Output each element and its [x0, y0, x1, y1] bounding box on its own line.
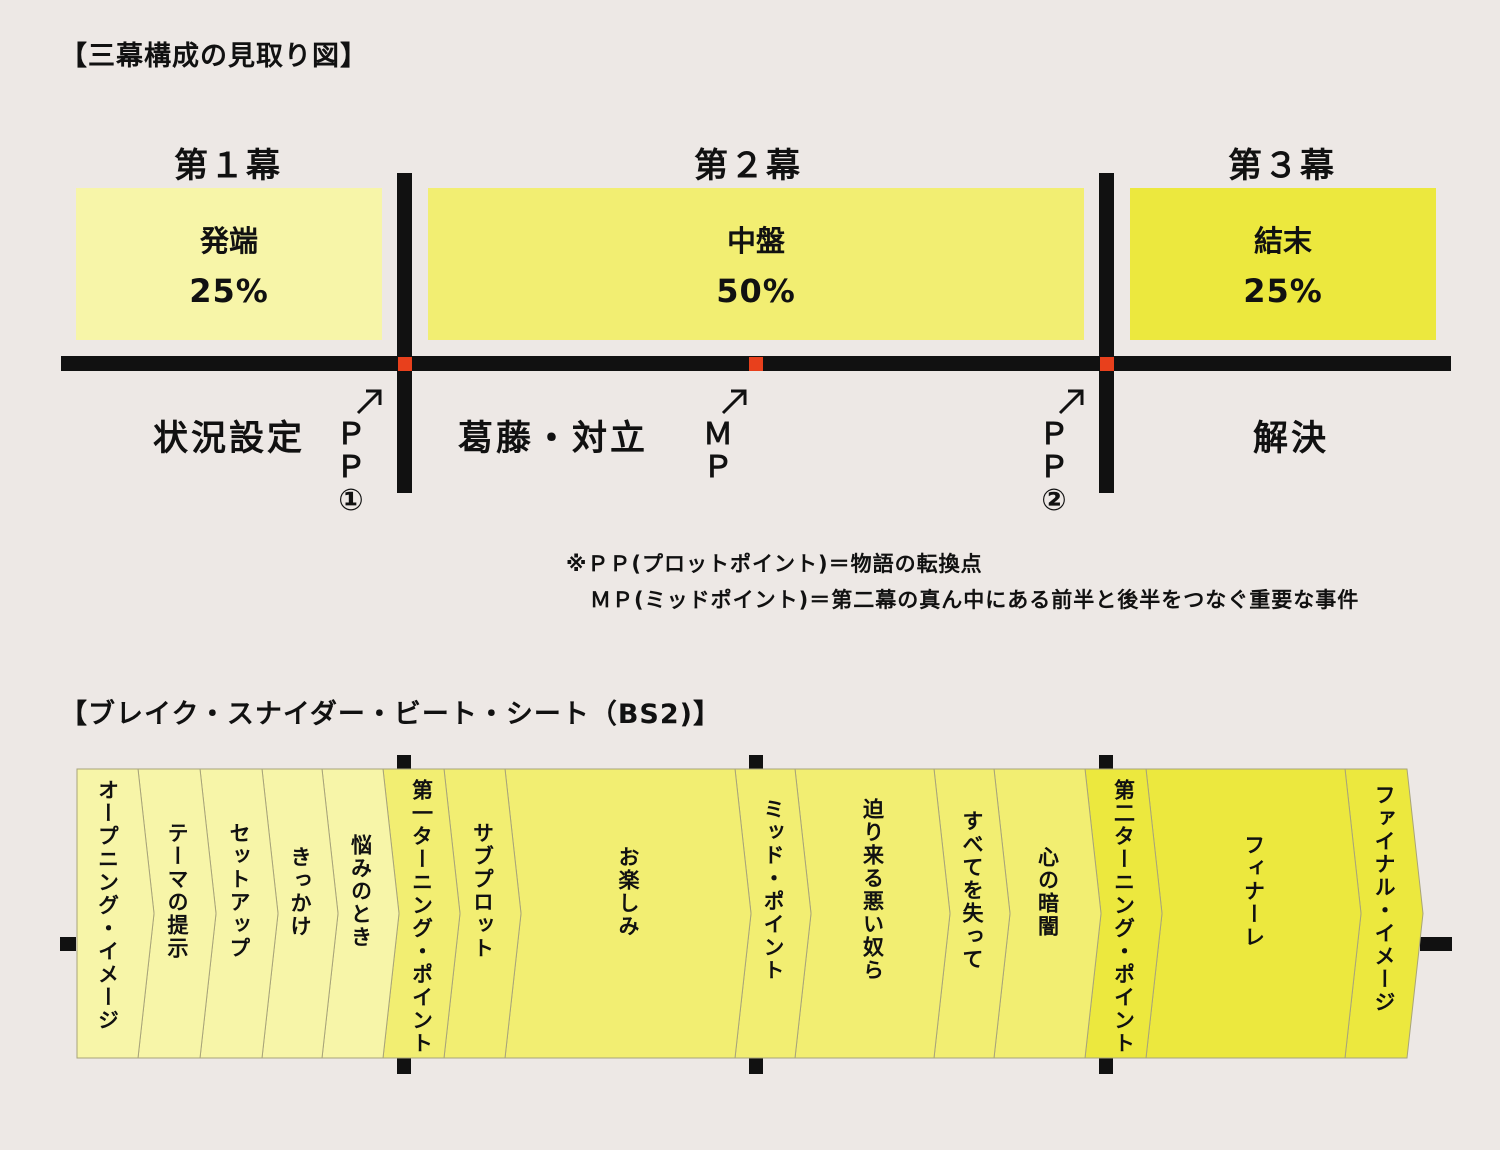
mp-marker [749, 357, 763, 371]
act1-box: 発端 25% [76, 188, 382, 340]
beat-divider-tick-top-1 [749, 755, 763, 769]
section1-title: 【三幕構成の見取り図】 [60, 41, 368, 72]
beat-divider-tick-bottom-0 [397, 1058, 411, 1074]
beat-label: きっかけ [288, 845, 312, 938]
act3-description: 解決 [1253, 419, 1330, 459]
beat-divider-tick-bottom-2 [1099, 1058, 1113, 1074]
act2-box-name: 中盤 [726, 224, 785, 258]
pp1-arrow-icon [356, 389, 382, 415]
beat-divider-tick-top-0 [397, 755, 411, 769]
pp1-marker [398, 357, 412, 371]
beat-label: 悩みのとき [348, 833, 373, 949]
beat-label: ファイナル・イメージ [1372, 783, 1396, 1014]
divider-pp1 [397, 173, 412, 493]
pp2-arrow-icon [1058, 389, 1084, 415]
act2-description: 葛藤・対立 [458, 419, 649, 459]
act1-box-percent: 25% [189, 272, 269, 310]
beat-divider-tick-top-2 [1099, 755, 1113, 769]
beat-label: サブプロット [470, 821, 495, 960]
act3-box: 結末 25% [1130, 188, 1436, 340]
act1-label: 第１幕 [174, 146, 282, 186]
beat-label: フィナーレ [1241, 833, 1266, 949]
section2-title: 【ブレイク・スナイダー・ビート・シート（BS2)】 [60, 699, 721, 730]
beat-divider-tick-bottom-1 [749, 1058, 763, 1074]
beat-label: 心の暗闇 [1035, 845, 1060, 938]
note-pp: ※ＰＰ(プロットポイント)＝物語の転換点 [566, 552, 983, 576]
beat-bar-right-stub [1420, 937, 1452, 951]
beat-label: 第二ターニング・ポイント [1111, 779, 1136, 1055]
beat-label: お楽しみ [616, 845, 640, 938]
act1-box-name: 発端 [199, 224, 258, 258]
act3-box-name: 結末 [1253, 224, 1312, 258]
beat-label: ミッド・ポイント [761, 797, 785, 982]
beat-bar-left-stub [60, 937, 76, 951]
note-mp: ＭＰ(ミッドポイント)＝第二幕の真ん中にある前半と後半をつなぐ重要な事件 [590, 588, 1360, 612]
beat-label: テーマの提示 [165, 821, 189, 960]
divider-pp2 [1099, 173, 1114, 493]
beat-label: すべてを失って [960, 809, 984, 971]
act2-box-percent: 50% [716, 272, 796, 310]
act2-label: 第２幕 [694, 146, 802, 186]
beat-label: オープニング・イメージ [95, 779, 120, 1032]
pp2-marker [1100, 357, 1114, 371]
act3-label: 第３幕 [1228, 146, 1336, 186]
beat-label: セットアップ [227, 821, 251, 960]
mp-arrow-icon [721, 389, 747, 415]
act1-description: 状況設定 [153, 419, 306, 459]
beat-label: 第一ターニング・ポイント [409, 779, 434, 1055]
beat-shape [76, 768, 155, 1059]
beat-label: 迫り来る悪い奴ら [860, 797, 885, 982]
act2-box: 中盤 50% [428, 188, 1084, 340]
act3-box-percent: 25% [1243, 272, 1323, 310]
